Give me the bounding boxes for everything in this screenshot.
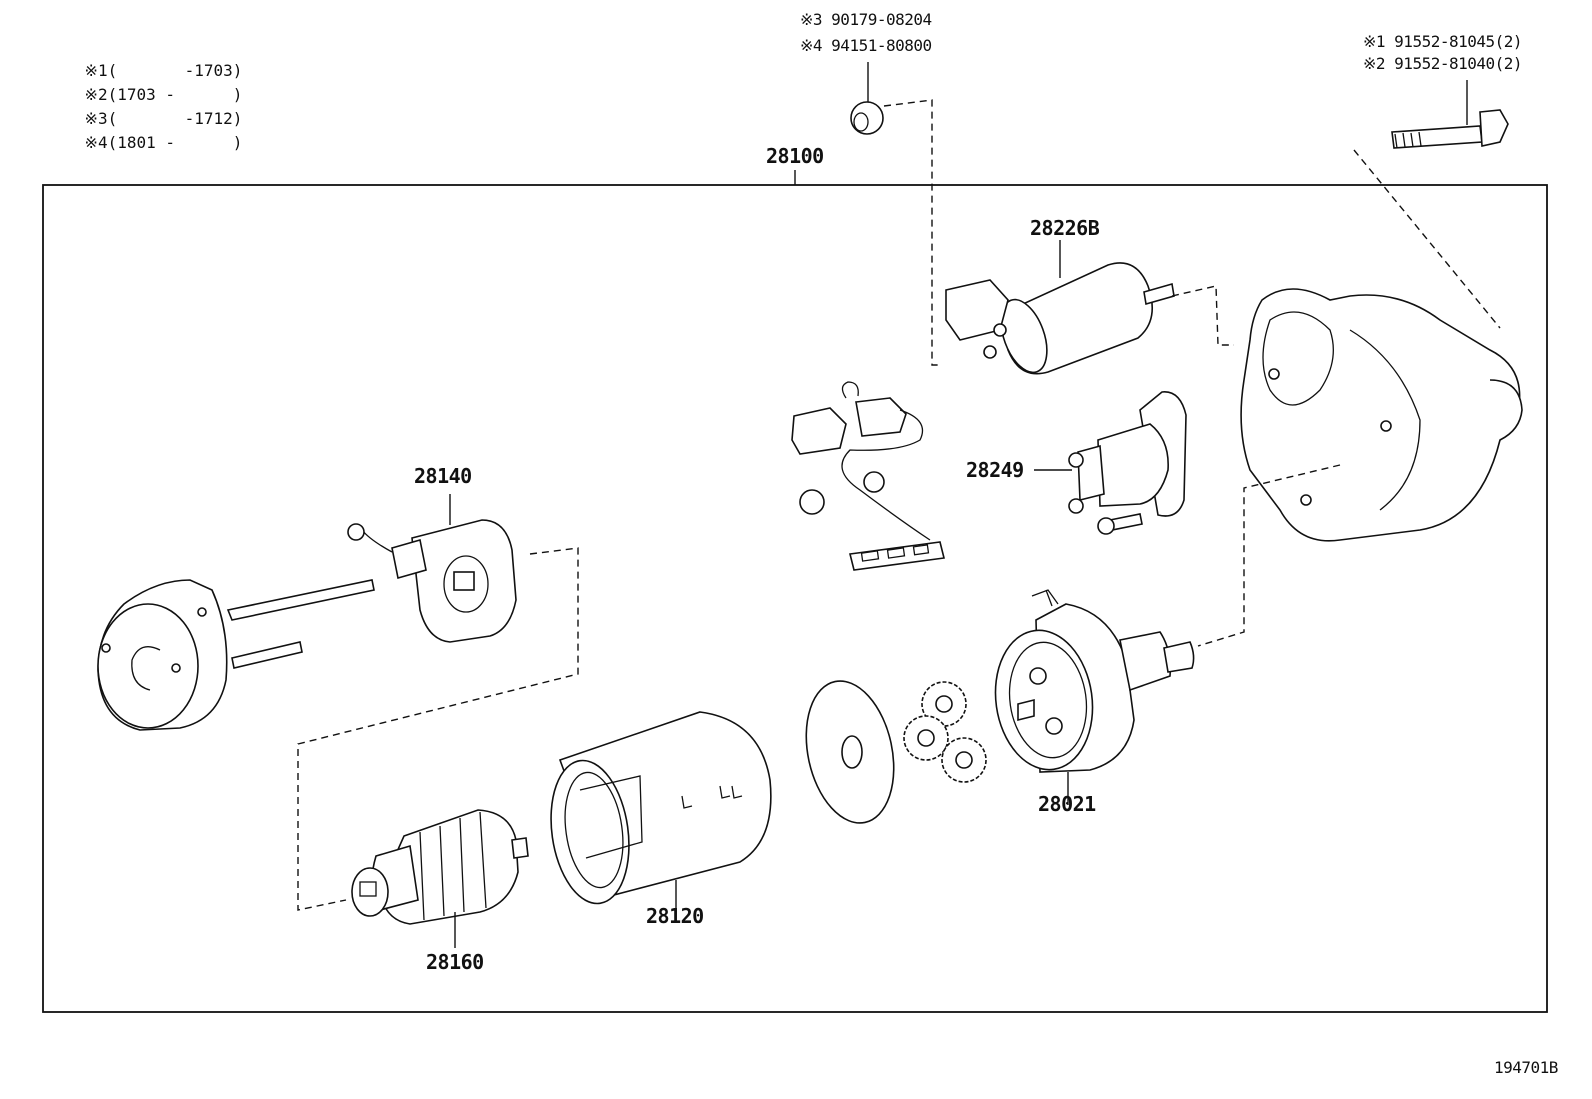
solenoid-part-number[interactable]: 28226B	[1030, 216, 1100, 240]
solenoid-drawing	[945, 240, 1175, 375]
end-frame-drawing	[97, 579, 375, 731]
note-3: ※3( -1712)	[46, 90, 243, 147]
diagram-id: 194701B	[1494, 1058, 1558, 1077]
note-range: (1801 - )	[107, 133, 243, 152]
assembly-part-number[interactable]: 28100	[766, 144, 824, 168]
bolt-part-number-2[interactable]: ※2 91552-81040(2)	[1363, 54, 1523, 73]
brush-holder-part-number[interactable]: 28140	[414, 464, 472, 488]
bolt-part-number-1[interactable]: ※1 91552-81045(2)	[1363, 32, 1523, 51]
yoke-drawing	[550, 711, 772, 914]
bolt-drawing	[1391, 80, 1509, 149]
note-range: (1703 - )	[107, 85, 243, 104]
yoke-part-number[interactable]: 28120	[646, 904, 704, 928]
front-housing-drawing	[1240, 288, 1523, 542]
planetary-gears-drawing	[903, 681, 987, 783]
note-mark: ※3	[84, 109, 108, 128]
brush-holder-drawing	[347, 494, 517, 643]
armature-drawing	[351, 809, 529, 948]
note-mark: ※4	[84, 133, 108, 152]
nut-part-number-1[interactable]: ※3 90179-08204	[800, 10, 932, 29]
note-2: ※2(1703 - )	[46, 66, 243, 123]
note-4: ※4(1801 - )	[46, 114, 243, 171]
note-mark: ※2	[84, 85, 108, 104]
nut-part-number-2[interactable]: ※4 94151-80800	[800, 36, 932, 55]
note-range: ( -1703)	[107, 61, 243, 80]
gear-housing-part-number[interactable]: 28021	[1038, 792, 1096, 816]
armature-part-number[interactable]: 28160	[426, 950, 484, 974]
plate-drawing	[805, 680, 895, 824]
switch-drawing	[1034, 391, 1187, 535]
note-1: ※1( -1703)	[46, 42, 243, 99]
switch-part-number[interactable]: 28249	[966, 458, 1024, 482]
nut-drawing	[850, 62, 884, 135]
note-mark: ※1	[84, 61, 108, 80]
gear-housing-drawing	[994, 589, 1195, 805]
lead-wire-drawing	[791, 381, 945, 571]
note-range: ( -1712)	[107, 109, 243, 128]
